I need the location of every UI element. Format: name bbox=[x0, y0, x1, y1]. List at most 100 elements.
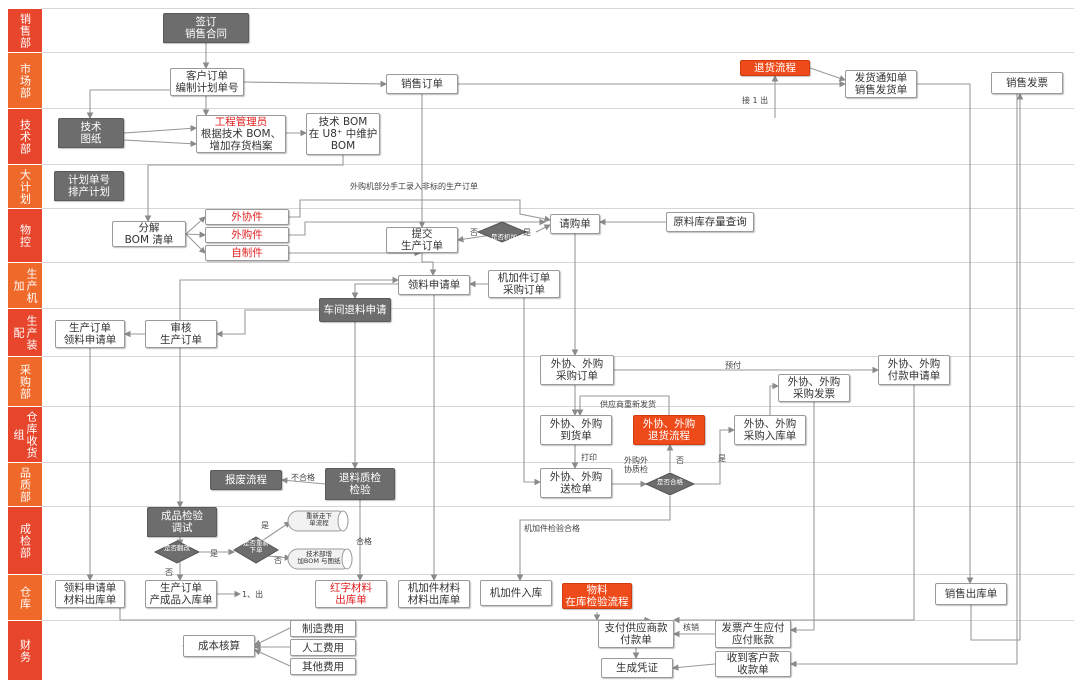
edge-other-cost bbox=[253, 649, 291, 667]
node-return-flow2[interactable]: 外协、外购 退货流程 bbox=[633, 415, 705, 445]
node-return-qc[interactable]: 退料质检 检验 bbox=[325, 468, 395, 500]
node-payment-request[interactable]: 外协、外购 付款申请单 bbox=[878, 355, 950, 385]
node-raw-stock-query[interactable]: 原料库存量查询 bbox=[666, 212, 754, 232]
decision-need-machining: 是否机加 bbox=[491, 233, 517, 241]
node-machined-in[interactable]: 机加件入库 bbox=[480, 580, 552, 606]
node-requisition[interactable]: 请购单 bbox=[550, 214, 600, 234]
edge-req-return bbox=[351, 283, 398, 300]
node-self-made[interactable]: 自制件 bbox=[205, 245, 289, 261]
node-purchase-receipt[interactable]: 外协、外购 采购入库单 bbox=[734, 415, 806, 445]
lane-row-market bbox=[8, 52, 1074, 109]
edge-drawing-admin bbox=[123, 125, 198, 134]
cylinder-tech-add-bom: 技术部增 加BOM 与图纸 bbox=[297, 550, 341, 565]
node-scrap-flow[interactable]: 报废流程 bbox=[210, 470, 282, 490]
edge-order-drawing bbox=[86, 89, 170, 120]
node-sign-contract[interactable]: 签订 销售合同 bbox=[163, 13, 249, 43]
node-receive-payment[interactable]: 收到客户款 收款单 bbox=[715, 651, 791, 677]
edge-invoice-payable bbox=[789, 402, 815, 634]
node-return-flow[interactable]: 退货流程 bbox=[740, 60, 810, 76]
eng-admin-title: 工程管理员 bbox=[214, 116, 268, 128]
node-prod-order-req[interactable]: 生产订单 领料申请单 bbox=[55, 320, 125, 348]
edge-label-prepay: 预付 bbox=[725, 361, 741, 370]
edge-label-outsource-manual: 外购机部分手工录入非标的生产订单 bbox=[350, 182, 478, 191]
edge-label-machined-pass: 机加件检验合格 bbox=[524, 524, 580, 533]
lane-row-plan bbox=[8, 164, 1074, 209]
edge-receive-voucher bbox=[671, 663, 716, 671]
lane-row-tech bbox=[8, 108, 1074, 165]
decision-diamond-qualified[interactable] bbox=[644, 472, 696, 496]
lane-row-warehouse bbox=[8, 574, 1074, 621]
lane-row-material bbox=[8, 208, 1074, 263]
node-pay-supplier[interactable]: 支付供应商款 付款单 bbox=[598, 620, 674, 648]
node-material-flow[interactable]: 物料 在库检验流程 bbox=[562, 583, 632, 609]
edge-label-unqualified: 不合格 bbox=[291, 473, 315, 482]
edge-label-yes2: 是 bbox=[718, 454, 726, 463]
node-material-req[interactable]: 领料申请单 bbox=[398, 275, 470, 295]
edge-label-qualified: 合格 bbox=[356, 537, 372, 546]
cylinder-reorder-shape[interactable] bbox=[287, 510, 349, 532]
node-purchased[interactable]: 外购件 bbox=[205, 227, 289, 243]
edge-submit-matreq bbox=[421, 253, 437, 277]
node-sales-invoice[interactable]: 销售发票 bbox=[991, 72, 1063, 94]
lane-row-machining bbox=[8, 262, 1074, 309]
edge-drawing-admin2 bbox=[123, 139, 198, 147]
node-mat-issue-req[interactable]: 领料申请单 材料出库单 bbox=[55, 580, 125, 608]
lane-label-market: 市场部 bbox=[8, 52, 42, 108]
edge-machorder-inspect bbox=[523, 298, 542, 486]
node-invoice-payable[interactable]: 发票产生应付 应付账款 bbox=[715, 620, 791, 648]
node-review-order[interactable]: 审核 生产订单 bbox=[145, 320, 217, 348]
node-purchase-invoice[interactable]: 外协、外购 采购发票 bbox=[778, 374, 850, 402]
node-workshop-return[interactable]: 车间退料申请 bbox=[319, 298, 391, 322]
node-purchase-order[interactable]: 外协、外购 采购订单 bbox=[540, 355, 614, 385]
edge-bom-decompose bbox=[144, 155, 344, 223]
node-customer-order[interactable]: 客户订单 编制计划单号 bbox=[170, 68, 244, 96]
edge-label-yes4: 是 bbox=[261, 521, 269, 530]
decision-diamond-need-machining[interactable] bbox=[476, 221, 528, 243]
edge-invoice-receive bbox=[789, 94, 1018, 668]
lane-label-purchase: 采购部 bbox=[8, 356, 42, 406]
decision-diamond-redo-order[interactable] bbox=[233, 536, 279, 564]
eng-admin-body: 根据技术 BOM、 增加存货档案 bbox=[200, 128, 282, 152]
edge-return-review bbox=[215, 309, 319, 338]
node-outsourced[interactable]: 外协件 bbox=[205, 209, 289, 225]
node-sales-out[interactable]: 销售出库单 bbox=[935, 583, 1007, 605]
lane-label-tech: 技术部 bbox=[8, 108, 42, 164]
edge-out-invoice bbox=[970, 92, 1024, 641]
lane-label-finance: 财务 bbox=[8, 620, 42, 680]
node-voucher[interactable]: 生成凭证 bbox=[601, 658, 673, 678]
node-machined-issue[interactable]: 机加件材料 材料出库单 bbox=[398, 580, 470, 608]
node-eng-admin[interactable]: 工程管理员 根据技术 BOM、 增加存货档案 bbox=[196, 115, 286, 153]
decision-redo-order: 是否重新 下单 bbox=[243, 539, 269, 554]
decision-diamond-rework[interactable] bbox=[153, 540, 201, 564]
node-inspection-note[interactable]: 外协、外购 送检单 bbox=[540, 468, 612, 498]
lane-label-machining: 生产机加 bbox=[8, 262, 42, 308]
edge-mfg-cost bbox=[254, 627, 291, 646]
edge-label-receive-one: 接 1 出 bbox=[742, 96, 769, 105]
decision-rework: 是否翻改 bbox=[164, 544, 190, 552]
node-delivery-notice[interactable]: 发货通知单 销售发货单 bbox=[845, 70, 917, 98]
node-arrival-note[interactable]: 外协、外购 到货单 bbox=[540, 415, 612, 445]
node-plan-no[interactable]: 计划单号 排产计划 bbox=[54, 171, 124, 201]
cylinder-tech-add-bom-shape[interactable] bbox=[287, 548, 353, 570]
node-machining-order[interactable]: 机加件订单 采购订单 bbox=[488, 270, 560, 298]
node-other-cost[interactable]: 其他费用 bbox=[290, 658, 356, 675]
node-mfg-cost[interactable]: 制造费用 bbox=[290, 620, 356, 637]
edge-label-supplier-resend: 供应商重新发货 bbox=[600, 400, 656, 409]
node-labor-cost[interactable]: 人工费用 bbox=[290, 639, 356, 656]
node-fg-receipt[interactable]: 生产订单 产成品入库单 bbox=[145, 580, 217, 608]
edge-decision-machin bbox=[516, 496, 671, 582]
node-tech-drawing[interactable]: 技术 图纸 bbox=[58, 118, 124, 148]
node-red-issue[interactable]: 红字材料 出库单 bbox=[315, 580, 387, 608]
node-cost-calc[interactable]: 成本核算 bbox=[183, 635, 255, 657]
node-sales-order[interactable]: 销售订单 bbox=[386, 74, 458, 94]
node-tech-bom[interactable]: 技术 BOM 在 U8⁺ 中维护 BOM bbox=[306, 113, 380, 155]
edge-qc-scrap bbox=[280, 477, 326, 485]
edge-label-one-out: 1、出 bbox=[242, 590, 264, 599]
edge-label-print: 打印 bbox=[581, 453, 597, 462]
edge-label-verify: 核销 bbox=[683, 623, 699, 632]
lane-label-quality: 品质部 bbox=[8, 462, 42, 506]
node-fg-inspection[interactable]: 成品检验 调试 bbox=[147, 507, 217, 537]
node-decompose-bom[interactable]: 分解 BOM 清单 bbox=[112, 221, 186, 247]
node-submit-prod-order[interactable]: 提交 生产订单 bbox=[386, 227, 458, 253]
